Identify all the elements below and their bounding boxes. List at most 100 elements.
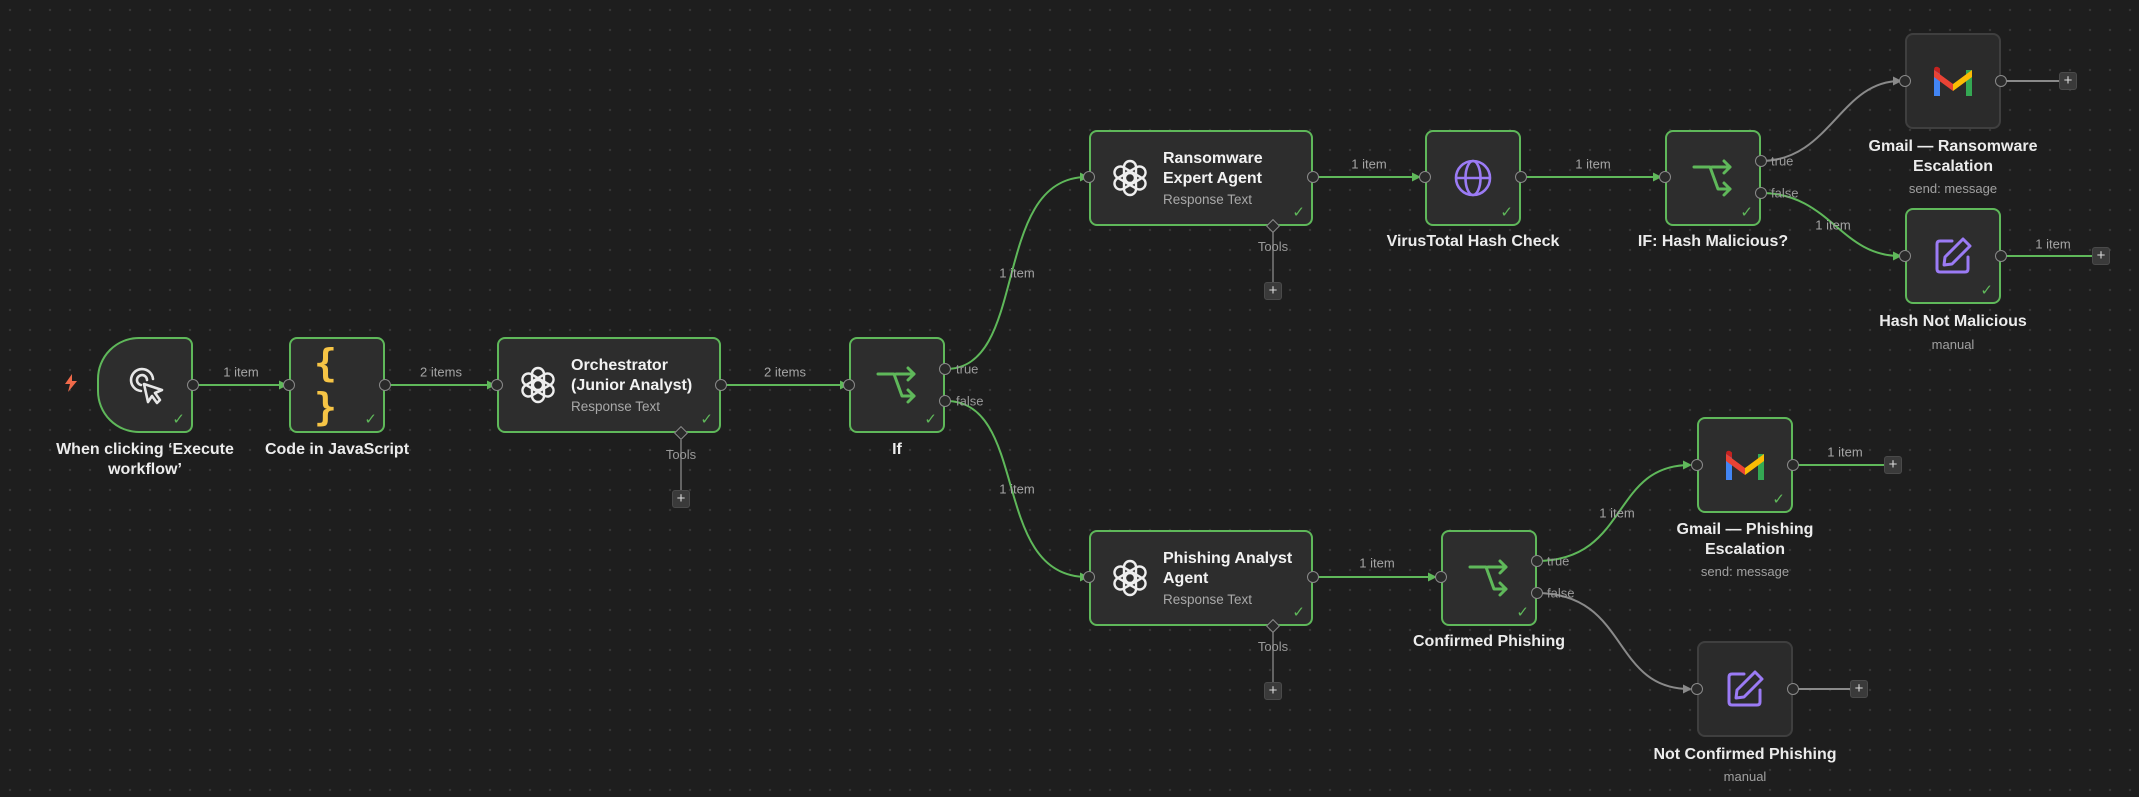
output-port[interactable] [1787,683,1799,695]
success-check-icon: ✓ [1772,491,1785,508]
success-check-icon: ✓ [1500,204,1513,221]
trigger-node[interactable]: ✓ [97,337,193,433]
edge-ifhash-hashnot[interactable] [1760,192,1902,261]
edge-ifhash-gmail-ransom[interactable] [1760,76,1902,162]
input-port[interactable] [843,379,855,391]
branch-false-label: false [1771,185,1799,201]
if-hash-node[interactable]: ✓ [1665,130,1761,226]
trigger-label: When clicking ‘Execute workflow’ [56,441,234,478]
add-node-button[interactable]: + [1850,680,1868,698]
branch-false-label: false [1547,585,1575,601]
if-hash-label: IF: Hash Malicious? [1637,233,1789,250]
ransomware-agent-node[interactable]: Ransomware Expert Agent Response Text ✓ [1089,130,1313,226]
tools-label: Tools [1257,239,1289,254]
curly-braces-icon: { } [314,341,337,429]
virustotal-node[interactable]: ✓ [1425,130,1521,226]
gmail-ransomware-label: Gmail — Ransomware Escalation [1868,138,2038,175]
input-port[interactable] [1659,171,1671,183]
edge-item-count: 1 item [1827,444,1863,460]
not-confirmed-phishing-sub: manual [1723,769,1767,784]
success-check-icon: ✓ [364,411,377,428]
edge-item-count: 2 items [764,364,806,380]
code-node[interactable]: { } ✓ [289,337,385,433]
edit-pencil-icon [1930,233,1976,279]
edge-item-count: 2 items [420,364,462,380]
edge-item-count: 1 item [999,265,1035,281]
output-port-false[interactable] [1531,587,1543,599]
output-port[interactable] [1307,571,1319,583]
gmail-phishing-sub: send: message [1700,564,1790,579]
add-tool-button[interactable]: + [672,490,690,508]
input-port[interactable] [1899,250,1911,262]
not-confirmed-phishing-label: Not Confirmed Phishing [1653,746,1837,763]
openai-logo-icon [1107,155,1153,201]
if-node[interactable]: ✓ [849,337,945,433]
gmail-logo-icon [1930,58,1976,104]
success-check-icon: ✓ [924,411,937,428]
output-port[interactable] [1515,171,1527,183]
success-check-icon: ✓ [1292,604,1305,621]
hash-not-malicious-node[interactable]: ✓ [1905,208,2001,304]
output-port-false[interactable] [1755,187,1767,199]
add-node-button[interactable]: + [1884,456,1902,474]
confirmed-phishing-node[interactable]: ✓ [1441,530,1537,626]
success-check-icon: ✓ [1516,604,1529,621]
cursor-click-icon [122,362,168,408]
output-port-false[interactable] [939,395,951,407]
edge-item-count: 1 item [2035,236,2071,252]
output-port[interactable] [1995,250,2007,262]
edge-item-count: 1 item [1351,156,1387,172]
output-port[interactable] [715,379,727,391]
input-port[interactable] [491,379,503,391]
confirmed-phishing-label: Confirmed Phishing [1413,633,1565,650]
output-port[interactable] [1787,459,1799,471]
branch-arrows-icon [1690,155,1736,201]
phishing-agent-node[interactable]: Phishing Analyst Agent Response Text ✓ [1089,530,1313,626]
output-port[interactable] [187,379,199,391]
branch-false-label: false [956,393,984,409]
branch-true-label: true [956,361,979,377]
openai-logo-icon [515,362,561,408]
input-port[interactable] [283,379,295,391]
output-port-true[interactable] [939,363,951,375]
output-port[interactable] [379,379,391,391]
branch-true-label: true [1771,153,1794,169]
hash-not-malicious-label: Hash Not Malicious [1879,313,2027,330]
edge-if-ransomware[interactable] [945,172,1089,370]
lightning-bolt-icon [64,374,78,397]
add-node-button[interactable]: + [2092,247,2110,265]
gmail-ransomware-node[interactable] [1905,33,2001,129]
edge-confirmed-not[interactable] [1535,592,1692,694]
gmail-phishing-node[interactable]: ✓ [1697,417,1793,513]
output-port[interactable] [1307,171,1319,183]
add-tool-button[interactable]: + [1264,282,1282,300]
not-confirmed-phishing-node[interactable] [1697,641,1793,737]
code-label: Code in JavaScript [264,441,410,458]
input-port[interactable] [1691,459,1703,471]
input-port[interactable] [1899,75,1911,87]
success-check-icon: ✓ [700,411,713,428]
input-port[interactable] [1419,171,1431,183]
add-node-button[interactable]: + [2059,72,2077,90]
gmail-logo-icon [1722,442,1768,488]
tools-label: Tools [665,447,697,462]
output-port-true[interactable] [1755,155,1767,167]
edit-pencil-icon [1722,666,1768,712]
edge-if-phishing[interactable] [945,400,1089,582]
input-port[interactable] [1435,571,1447,583]
add-tool-button[interactable]: + [1264,682,1282,700]
output-port-true[interactable] [1531,555,1543,567]
input-port[interactable] [1691,683,1703,695]
success-check-icon: ✓ [1980,282,1993,299]
input-port[interactable] [1083,171,1095,183]
gmail-phishing-label: Gmail — Phishing Escalation [1676,521,1814,558]
edge-confirmed-gmail-phish[interactable] [1535,460,1692,562]
input-port[interactable] [1083,571,1095,583]
output-port[interactable] [1995,75,2007,87]
gmail-ransomware-sub: send: message [1908,181,1998,196]
tools-label: Tools [1257,639,1289,654]
success-check-icon: ✓ [1740,204,1753,221]
edge-item-count: 1 item [223,364,259,380]
orchestrator-node[interactable]: Orchestrator (Junior Analyst) Response T… [497,337,721,433]
